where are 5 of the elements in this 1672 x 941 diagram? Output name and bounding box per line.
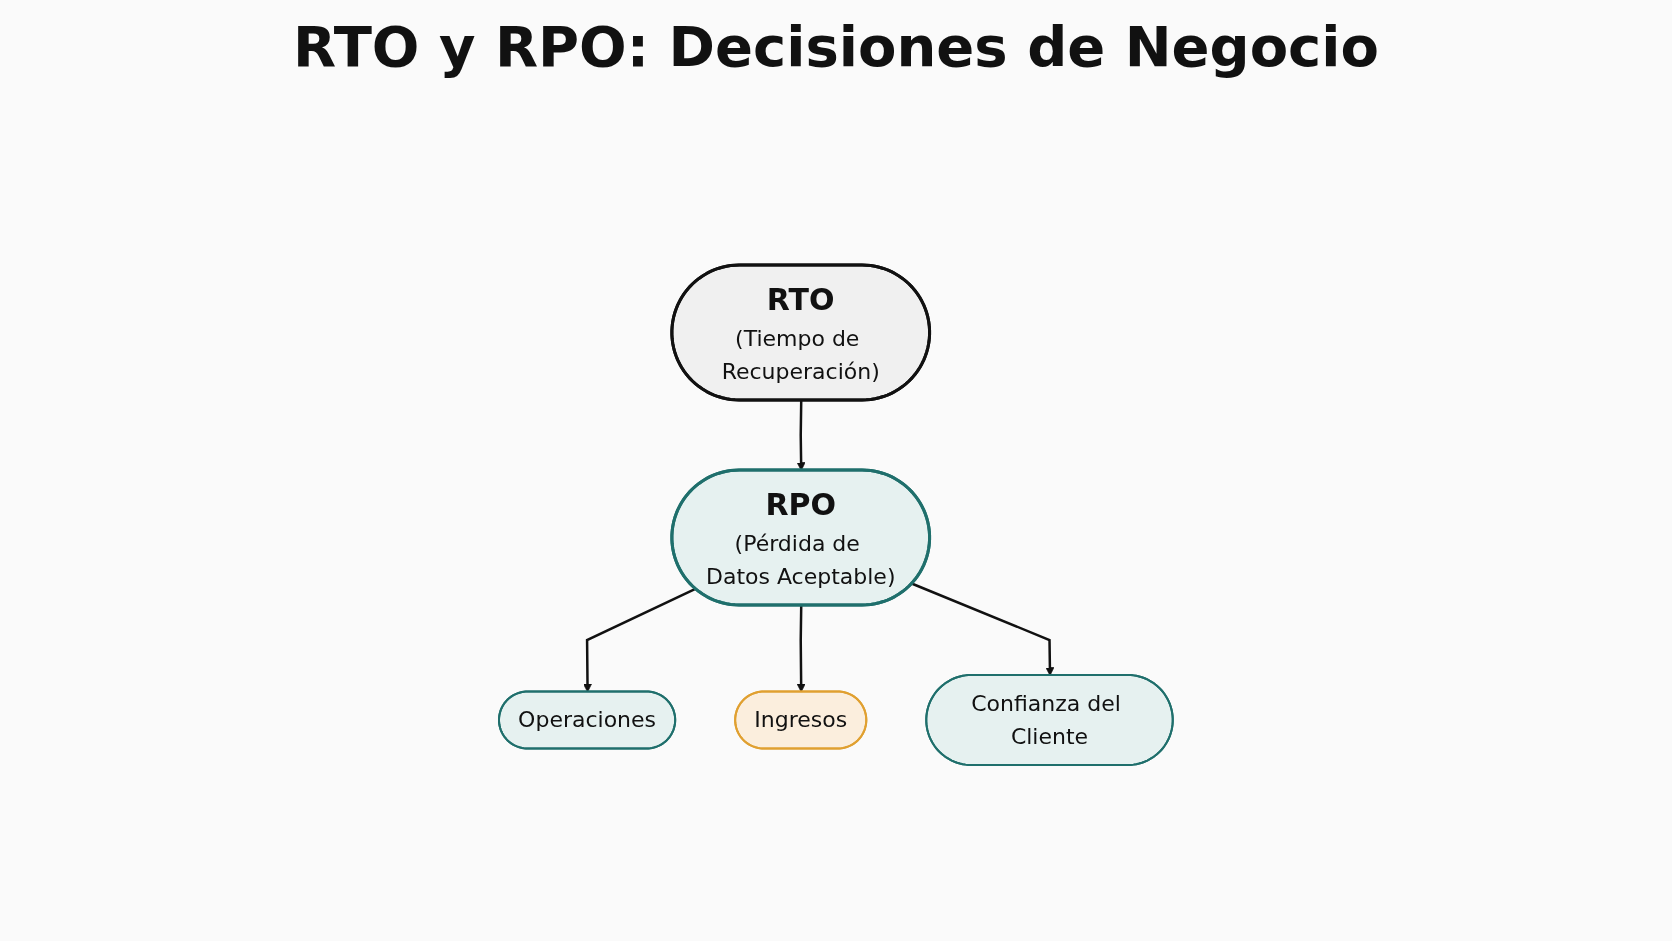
arrow [796, 400, 806, 471]
arrow [796, 605, 806, 693]
arrow [583, 587, 697, 693]
arrow [911, 582, 1055, 676]
diagram-title: RTO y RPO: Decisiones de Negocio [293, 14, 1379, 79]
